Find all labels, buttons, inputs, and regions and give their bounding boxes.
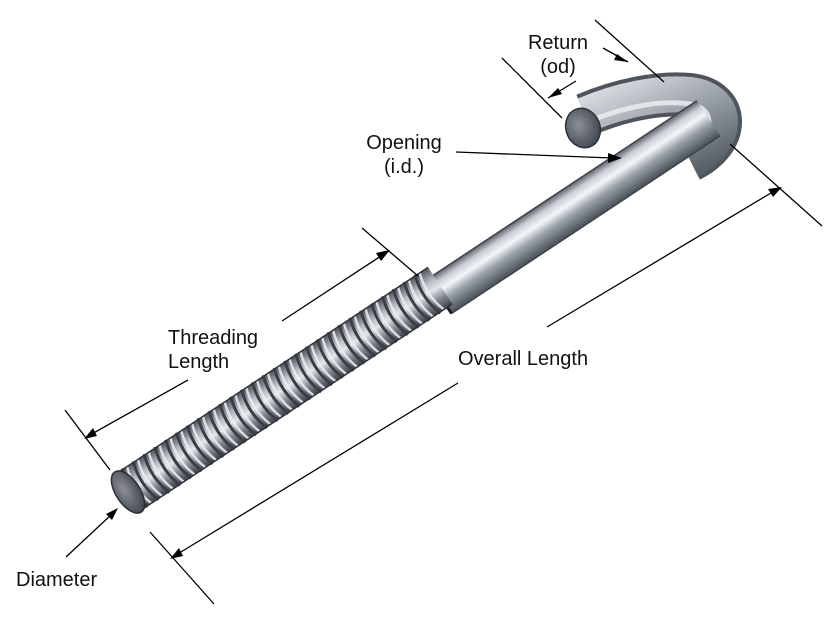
thread-ridge bbox=[305, 346, 333, 387]
thread-highlight bbox=[245, 387, 272, 426]
thread-highlight bbox=[212, 408, 239, 447]
thread-ridge bbox=[359, 310, 388, 351]
thread-ridge bbox=[370, 303, 398, 344]
diameter-leader bbox=[65, 508, 118, 558]
thread-ridge bbox=[283, 360, 312, 401]
thread-ridge bbox=[261, 374, 290, 415]
thread-highlight bbox=[136, 459, 163, 498]
return-end-face bbox=[564, 107, 602, 149]
thread-ridge bbox=[250, 382, 279, 422]
overall-length-label: Overall Length bbox=[458, 348, 589, 370]
thread-highlight bbox=[375, 301, 402, 340]
thread-ridge bbox=[229, 396, 258, 437]
threading-length-label: Threading Length bbox=[168, 326, 258, 374]
thread-highlight bbox=[353, 315, 380, 354]
thread-ridge bbox=[402, 281, 431, 322]
thread-ridge bbox=[164, 439, 192, 480]
thread-highlight bbox=[190, 423, 218, 462]
thread-ridge bbox=[240, 389, 268, 430]
thread-ridge bbox=[294, 353, 323, 394]
thread-highlight bbox=[223, 401, 250, 440]
overall-extension-top bbox=[729, 143, 823, 227]
thread-ridge bbox=[131, 460, 160, 501]
thread-highlight bbox=[396, 286, 424, 325]
opening-label-line2: (i.d.) bbox=[384, 156, 424, 178]
thread-ridge bbox=[153, 446, 182, 487]
threaded-section bbox=[117, 266, 453, 510]
overall-extension-bottom bbox=[149, 531, 215, 605]
thread-ridge bbox=[413, 274, 442, 315]
thread-ridge bbox=[207, 410, 236, 451]
thread-ridge bbox=[185, 425, 214, 465]
thread-highlight bbox=[180, 430, 207, 469]
thread-ridge bbox=[196, 417, 225, 458]
thread-ridge bbox=[348, 317, 377, 358]
thread-ridge bbox=[326, 331, 355, 372]
thread-highlight bbox=[407, 279, 434, 318]
thread-highlight bbox=[277, 365, 304, 404]
thread-highlight bbox=[201, 416, 228, 455]
thread-highlight bbox=[342, 322, 369, 361]
threaded-end-face bbox=[110, 470, 146, 514]
threading-length-dimension bbox=[64, 227, 419, 471]
thread-highlight bbox=[331, 329, 359, 368]
overall-length-dimension bbox=[149, 143, 823, 605]
thread-highlight bbox=[147, 451, 174, 490]
thread-ridge bbox=[337, 324, 366, 365]
thread-highlight bbox=[169, 437, 196, 476]
threading-label-line1: Threading bbox=[168, 327, 259, 349]
opening-label-line1: Opening bbox=[366, 132, 442, 154]
thread-highlight bbox=[310, 344, 337, 383]
thread-ridge bbox=[381, 295, 409, 336]
thread-highlight bbox=[158, 444, 185, 483]
diameter-label: Diameter bbox=[16, 569, 98, 591]
thread-highlight bbox=[234, 394, 261, 433]
thread-highlight bbox=[255, 380, 283, 419]
return-label-line1: Return bbox=[527, 32, 589, 54]
thread-ridge bbox=[391, 288, 420, 329]
opening-label: Opening (i.d.) bbox=[354, 131, 454, 179]
thread-ridge bbox=[272, 367, 301, 408]
thread-highlight bbox=[418, 272, 445, 311]
thread-highlight bbox=[299, 351, 326, 390]
thread-ridge bbox=[142, 453, 171, 494]
thread-highlight bbox=[266, 372, 294, 411]
thread-ridge bbox=[175, 432, 203, 473]
return-dimension bbox=[501, 19, 665, 119]
opening-leader bbox=[455, 151, 622, 163]
threading-label-line2: Length bbox=[168, 351, 230, 373]
thread-highlight bbox=[320, 337, 348, 376]
return-extension-left bbox=[501, 57, 563, 119]
return-label: Return (od) bbox=[518, 31, 598, 79]
thread-ridge bbox=[218, 403, 247, 444]
thread-highlight bbox=[288, 358, 315, 397]
thread-highlight bbox=[364, 308, 391, 347]
thread-ridge bbox=[315, 338, 344, 379]
threading-extension-bottom bbox=[64, 409, 111, 471]
thread-highlight bbox=[385, 294, 413, 333]
return-label-line2: (od) bbox=[540, 56, 576, 78]
return-extension-right bbox=[594, 19, 665, 83]
threading-extension-top bbox=[361, 227, 419, 277]
